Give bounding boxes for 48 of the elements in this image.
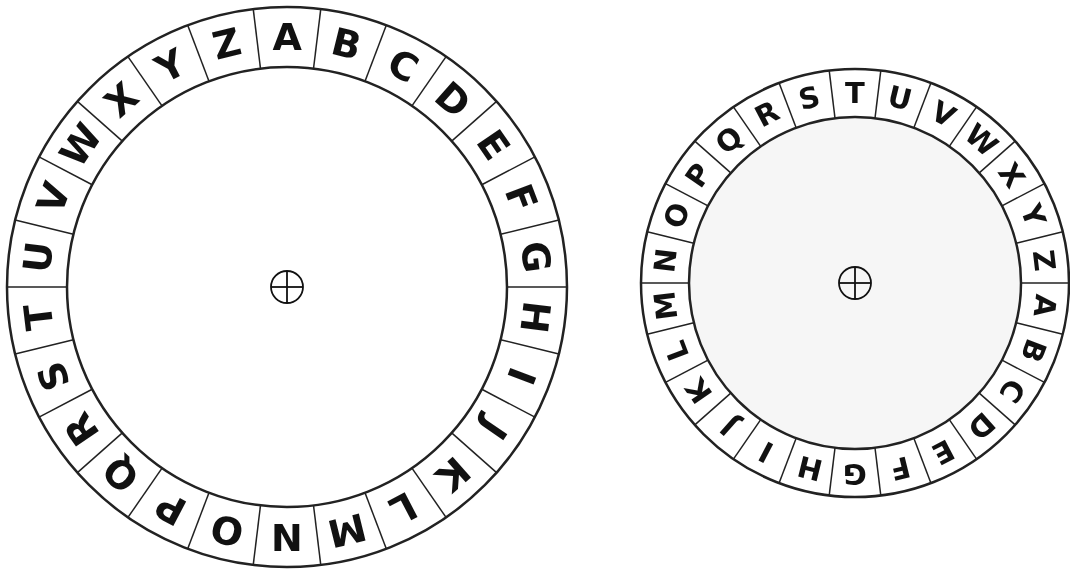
letter-label: O bbox=[659, 198, 696, 233]
letter-label: L bbox=[383, 485, 423, 531]
letter-label: Z bbox=[209, 22, 245, 66]
letter-label: M bbox=[650, 289, 683, 322]
letter-label: A bbox=[1028, 293, 1060, 319]
letter-label: O bbox=[207, 507, 248, 553]
letter-label: F bbox=[887, 451, 914, 484]
letter-label: H bbox=[794, 450, 825, 485]
letter-label: J bbox=[715, 410, 743, 440]
letter-label: S bbox=[30, 356, 77, 396]
letter-label: U bbox=[18, 239, 60, 275]
letter-label: Z bbox=[1027, 247, 1060, 273]
letter-label: V bbox=[926, 96, 961, 133]
letter-label: E bbox=[927, 433, 959, 469]
letter-label: T bbox=[18, 301, 60, 333]
letter-label: L bbox=[660, 336, 695, 365]
letter-label: D bbox=[962, 406, 1000, 445]
letter-label: Y bbox=[149, 42, 192, 89]
letter-label: Q bbox=[96, 449, 147, 500]
letter-label: Y bbox=[1015, 200, 1050, 231]
letter-label: K bbox=[680, 373, 718, 409]
letter-label: N bbox=[650, 246, 683, 274]
letter-label: G bbox=[843, 458, 867, 488]
letter-label: G bbox=[514, 239, 556, 275]
letter-label: M bbox=[323, 506, 370, 553]
letter-label: I bbox=[755, 435, 779, 467]
letter-label: B bbox=[1015, 334, 1051, 366]
letter-label: U bbox=[885, 81, 916, 116]
letter-label: K bbox=[429, 450, 477, 499]
letter-label: P bbox=[149, 485, 192, 532]
letter-label: D bbox=[428, 75, 477, 125]
letter-label: N bbox=[271, 518, 303, 556]
letter-label: B bbox=[328, 22, 366, 67]
letter-label: V bbox=[30, 177, 77, 219]
letter-label: F bbox=[498, 179, 544, 218]
letter-label: H bbox=[514, 299, 556, 336]
letter-label: P bbox=[680, 158, 717, 193]
letter-label: R bbox=[750, 96, 784, 133]
letter-label: R bbox=[57, 406, 106, 452]
letter-label: C bbox=[381, 42, 425, 89]
letter-label: T bbox=[845, 78, 865, 108]
letter-label: J bbox=[473, 412, 513, 446]
letter-label: C bbox=[993, 373, 1030, 408]
letter-label: A bbox=[272, 18, 302, 56]
letter-label: E bbox=[469, 123, 516, 167]
letter-label: I bbox=[500, 362, 542, 389]
letter-label: S bbox=[795, 81, 824, 116]
letter-label: Q bbox=[710, 121, 748, 160]
